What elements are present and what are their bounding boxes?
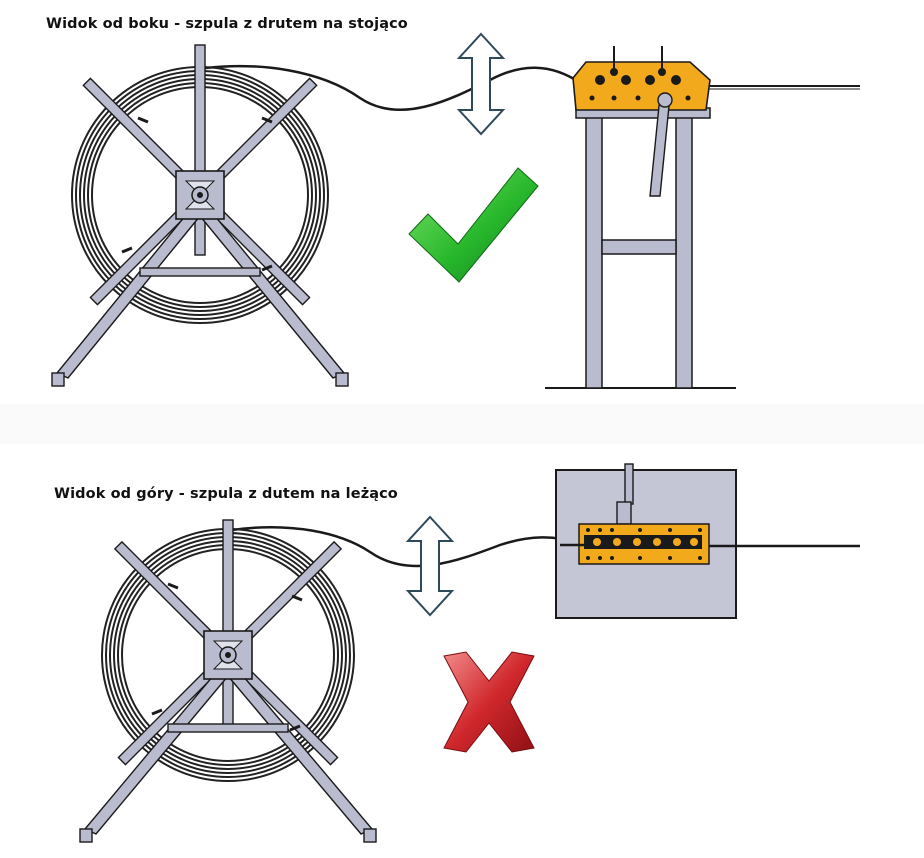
top-view-caption: Widok od góry - szpula z dutem na leżąco — [54, 486, 398, 502]
vertical-double-arrow-top — [456, 32, 506, 136]
cross-icon — [443, 651, 535, 753]
wire-straightener-stand — [545, 46, 860, 389]
vertical-double-arrow-bottom — [405, 515, 455, 617]
wire-top — [204, 64, 583, 112]
wire-straightener-top — [555, 463, 860, 619]
side-view-caption: Widok od boku - szpula z drutem na stoją… — [46, 16, 408, 32]
top-view-panel — [79, 463, 860, 843]
panel-separator — [0, 404, 924, 444]
wire-reel-standing — [51, 44, 349, 387]
wire-bottom — [231, 525, 583, 568]
wire-reel-lying — [79, 519, 377, 843]
checkmark-icon — [408, 167, 539, 283]
side-view-panel — [51, 32, 860, 389]
